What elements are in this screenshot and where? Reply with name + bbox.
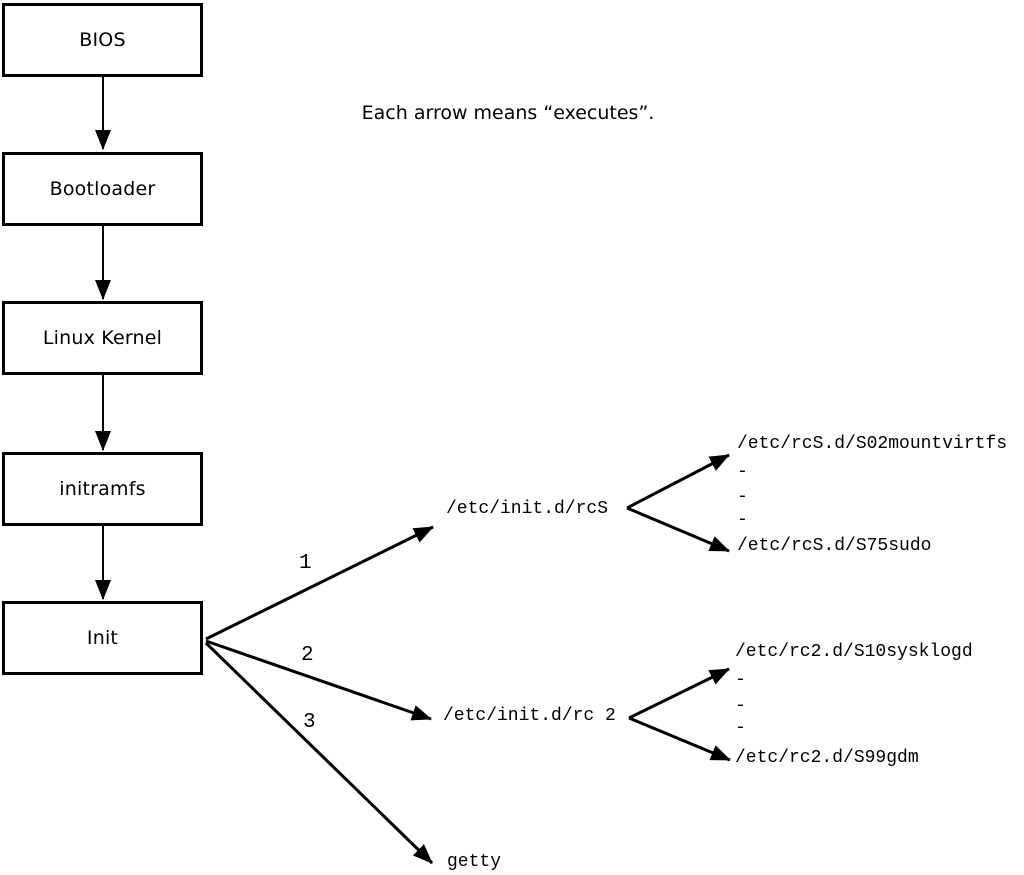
rcS-ellipsis-dash: - bbox=[737, 487, 748, 507]
arrow-rcS-to-last-script bbox=[626, 506, 730, 553]
branch-order-2: 2 bbox=[301, 644, 314, 667]
arrow-init-to-rc2 bbox=[205, 639, 432, 721]
node-bootloader-label: Bootloader bbox=[49, 178, 156, 200]
arrow-init-to-getty bbox=[204, 641, 434, 865]
rcS-ellipsis-dash: - bbox=[737, 462, 748, 482]
node-linux-kernel: Linux Kernel bbox=[2, 301, 203, 375]
node-init-label: Init bbox=[86, 627, 119, 649]
arrow-rcS-to-first-script bbox=[626, 453, 730, 510]
node-rc2-first-script: /etc/rc2.d/S10sysklogd bbox=[735, 642, 973, 662]
node-bios: BIOS bbox=[2, 3, 203, 77]
node-rc2: /etc/init.d/rc 2 bbox=[443, 706, 616, 726]
node-rc2-last-script: /etc/rc2.d/S99gdm bbox=[735, 748, 919, 768]
branch-order-3: 3 bbox=[303, 711, 316, 734]
node-rcS-first-script: /etc/rcS.d/S02mountvirtfs bbox=[737, 434, 1008, 454]
node-init: Init bbox=[2, 601, 203, 675]
node-initramfs-label: initramfs bbox=[59, 478, 146, 500]
branch-order-1: 1 bbox=[299, 552, 312, 575]
node-linux-kernel-label: Linux Kernel bbox=[42, 327, 163, 349]
node-rcS-last-script: /etc/rcS.d/S75sudo bbox=[737, 536, 932, 556]
arrow-rc2-to-first-script bbox=[628, 667, 730, 720]
diagram-caption: Each arrow means “executes”. bbox=[361, 102, 655, 124]
node-initramfs: initramfs bbox=[2, 452, 203, 526]
node-bios-label: BIOS bbox=[79, 29, 126, 51]
arrow-rc2-to-last-script bbox=[628, 716, 731, 762]
node-bootloader: Bootloader bbox=[2, 152, 203, 226]
rc2-ellipsis-dash: - bbox=[735, 718, 746, 738]
node-rcS: /etc/init.d/rcS bbox=[446, 499, 609, 519]
node-getty: getty bbox=[447, 852, 502, 872]
rcS-ellipsis-dash: - bbox=[737, 510, 748, 530]
rc2-ellipsis-dash: - bbox=[735, 696, 746, 716]
rc2-ellipsis-dash: - bbox=[735, 670, 746, 690]
arrow-init-to-rcS bbox=[205, 525, 434, 641]
